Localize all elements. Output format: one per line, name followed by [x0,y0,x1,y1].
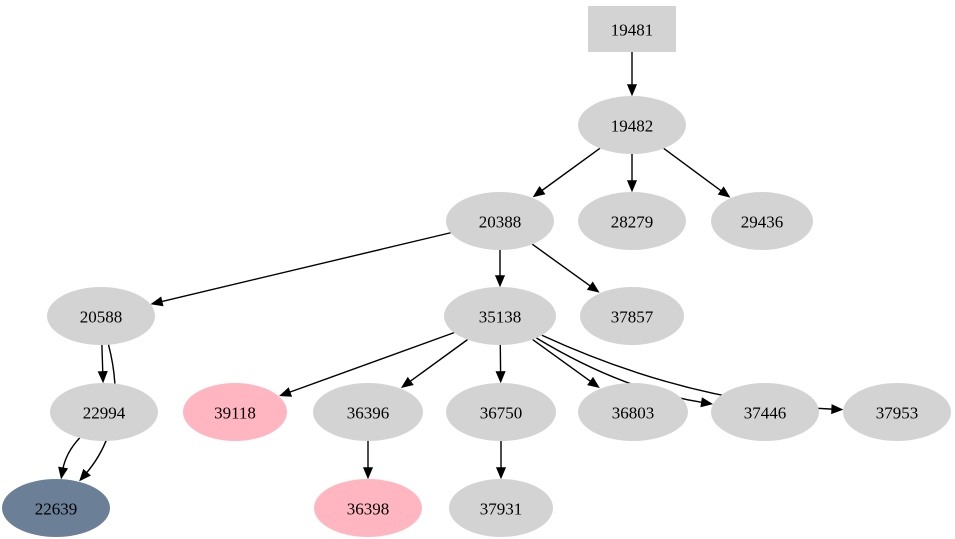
arrowhead-19482-to-28279 [626,180,638,193]
nodes-layer: 19481 19482 20388 28279 29436 20588 35138 37857… [2,6,951,537]
node-ellipse-20588[interactable] [47,287,155,345]
graph-node-20388[interactable]: 20388 [446,192,554,250]
arrowhead-20588-to-22994 [97,371,108,384]
arrowhead-35138-to-36396 [400,376,414,389]
edge-22994-to-22639 [61,437,81,471]
node-ellipse-35138[interactable] [444,287,556,345]
node-ellipse-29436[interactable] [711,192,813,250]
arrowhead-35138-to-37953 [831,404,844,415]
graph-node-22639[interactable]: 22639 [2,479,110,537]
node-ellipse-22639[interactable] [2,479,110,537]
edge-20388-to-37857 [531,243,593,288]
graph-node-36396[interactable]: 36396 [313,383,423,441]
arrowhead-35138-to-36803 [587,376,600,389]
graph-node-35138[interactable]: 35138 [444,287,556,345]
node-ellipse-19482[interactable] [578,96,686,154]
edge-35138-to-39118 [287,331,455,394]
graph-node-36398[interactable]: 36398 [314,479,422,537]
edge-35138-to-37446 [536,337,705,404]
arrowhead-19482-to-20388 [532,186,546,198]
arrowhead-35138-to-39118 [279,387,293,397]
graph-node-22994[interactable]: 22994 [50,383,158,441]
node-ellipse-37446[interactable] [711,383,819,441]
arrowhead-20388-to-20588 [150,296,164,307]
node-ellipse-37931[interactable] [449,479,553,537]
graph-node-20588[interactable]: 20588 [47,287,155,345]
graph-node-39118[interactable]: 39118 [183,383,287,441]
arrowhead-20588-to-22639 [79,468,91,482]
graph-node-37446[interactable]: 37446 [711,383,819,441]
node-box-19481[interactable] [588,6,676,52]
node-ellipse-37953[interactable] [843,383,951,441]
node-ellipse-22994[interactable] [50,383,158,441]
graph-node-37953[interactable]: 37953 [843,383,951,441]
edge-19482-to-29436 [663,147,724,193]
arrowhead-20388-to-37857 [586,281,600,293]
edge-20588-to-22994 [101,344,104,375]
node-ellipse-39118[interactable] [183,383,287,441]
graph-node-28279[interactable]: 28279 [578,192,686,250]
arrowhead-19482-to-29436 [717,186,731,198]
arrowhead-35138-to-37446 [700,397,714,408]
node-ellipse-36398[interactable] [314,479,422,537]
graph-node-37931[interactable]: 37931 [449,479,553,537]
graph-node-37857[interactable]: 37857 [580,287,684,345]
graph-node-36803[interactable]: 36803 [578,383,688,441]
graph-node-36750[interactable]: 36750 [446,383,556,441]
graph-node-19482[interactable]: 19482 [578,96,686,154]
graph-node-29436[interactable]: 29436 [711,192,813,250]
edge-35138-to-36803 [532,338,593,384]
node-ellipse-28279[interactable] [578,192,686,250]
arrowhead-36396-to-36398 [362,467,374,480]
node-ellipse-20388[interactable] [446,192,554,250]
node-ellipse-37857[interactable] [580,287,684,345]
graph-node-19481[interactable]: 19481 [588,6,676,52]
node-ellipse-36396[interactable] [313,383,423,441]
arrowhead-20388-to-35138 [494,275,506,288]
arrowhead-36750-to-37931 [495,467,507,480]
node-ellipse-36750[interactable] [446,383,556,441]
edge-20388-to-20588 [159,232,451,303]
arrowhead-22994-to-22639 [58,466,69,480]
edge-35138-to-36396 [408,339,468,384]
node-ellipse-36803[interactable] [578,383,688,441]
edge-19482-to-20388 [539,147,601,193]
arrowhead-35138-to-36750 [495,371,506,384]
arrowhead-19481-to-19482 [626,84,638,97]
